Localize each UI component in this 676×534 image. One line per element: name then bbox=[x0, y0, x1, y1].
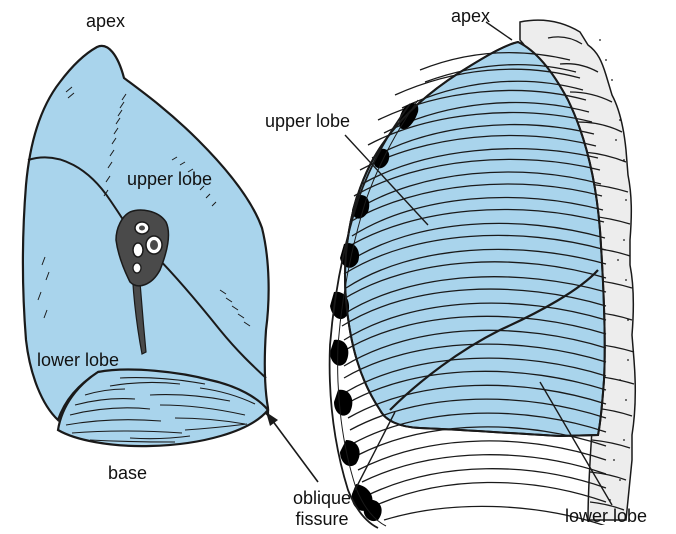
lateral-lung-outline bbox=[345, 42, 605, 436]
label-medial-upper-lobe: upper lobe bbox=[127, 170, 212, 188]
label-medial-base: base bbox=[108, 464, 147, 482]
label-lateral-apex: apex bbox=[451, 7, 490, 25]
label-oblique-fissure-line1: oblique bbox=[282, 489, 362, 507]
label-lateral-upper-lobe: upper lobe bbox=[265, 112, 350, 130]
hilum-vein bbox=[133, 243, 143, 257]
label-lateral-lower-lobe: lower lobe bbox=[565, 507, 647, 525]
label-medial-apex: apex bbox=[86, 12, 125, 30]
label-medial-lower-lobe: lower lobe bbox=[37, 351, 119, 369]
oblique-fissure-arrow bbox=[266, 412, 318, 482]
medial-lung-view bbox=[23, 46, 269, 446]
label-oblique-fissure-line2: fissure bbox=[282, 510, 362, 528]
hilum-bronchus-lower bbox=[133, 263, 141, 273]
lateral-thorax-view bbox=[266, 20, 635, 528]
